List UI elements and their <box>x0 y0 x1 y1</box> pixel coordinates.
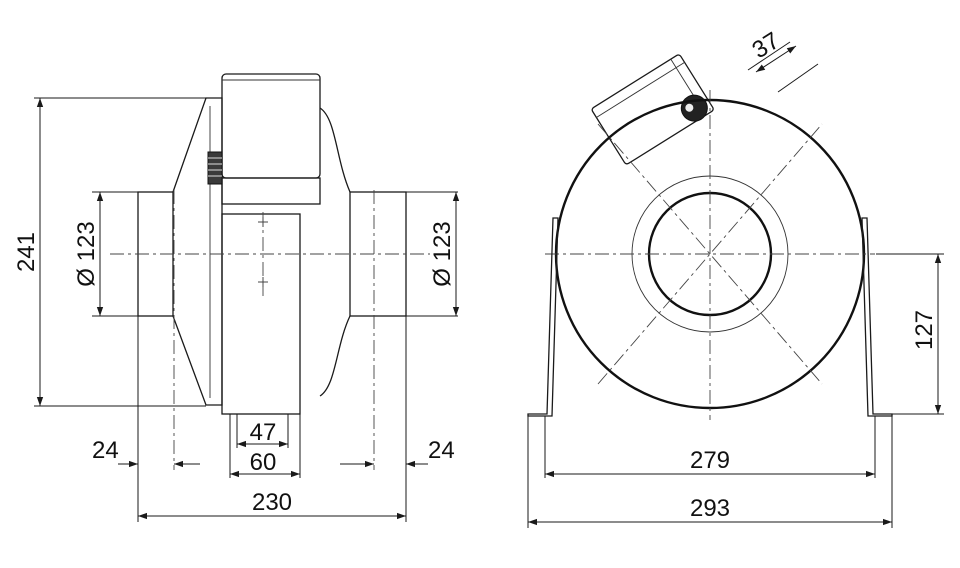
cable-gland <box>207 151 223 185</box>
side-view: 241 Ø 123 Ø 123 24 24 47 60 230 <box>13 73 460 522</box>
length-dimension-label: 230 <box>252 489 292 516</box>
front-view: 127 279 293 37 <box>527 27 944 528</box>
foot-bracket-left <box>527 217 559 417</box>
width-47-label: 47 <box>250 419 277 446</box>
outlet-diameter-label: Ø 123 <box>429 221 456 286</box>
spigot-right-label: 24 <box>428 437 455 464</box>
mounting-bracket <box>221 213 301 415</box>
terminal-box-37-label: 37 <box>748 27 785 64</box>
foot-span-293-label: 293 <box>690 495 730 522</box>
terminal-box-base <box>221 177 321 205</box>
tb-ext-line-2 <box>777 63 819 93</box>
foot-bracket-right <box>861 217 893 417</box>
foot-span-279-label: 279 <box>690 447 730 474</box>
height-dimension-label: 241 <box>13 232 40 272</box>
fan-housing-outline <box>172 97 351 406</box>
terminal-box-37-line <box>755 45 797 73</box>
width-60-label: 60 <box>250 449 277 476</box>
inlet-diameter-label: Ø 123 <box>73 221 100 286</box>
axis-height-label: 127 <box>911 310 938 350</box>
terminal-box <box>221 73 321 179</box>
spigot-left-label: 24 <box>92 437 119 464</box>
